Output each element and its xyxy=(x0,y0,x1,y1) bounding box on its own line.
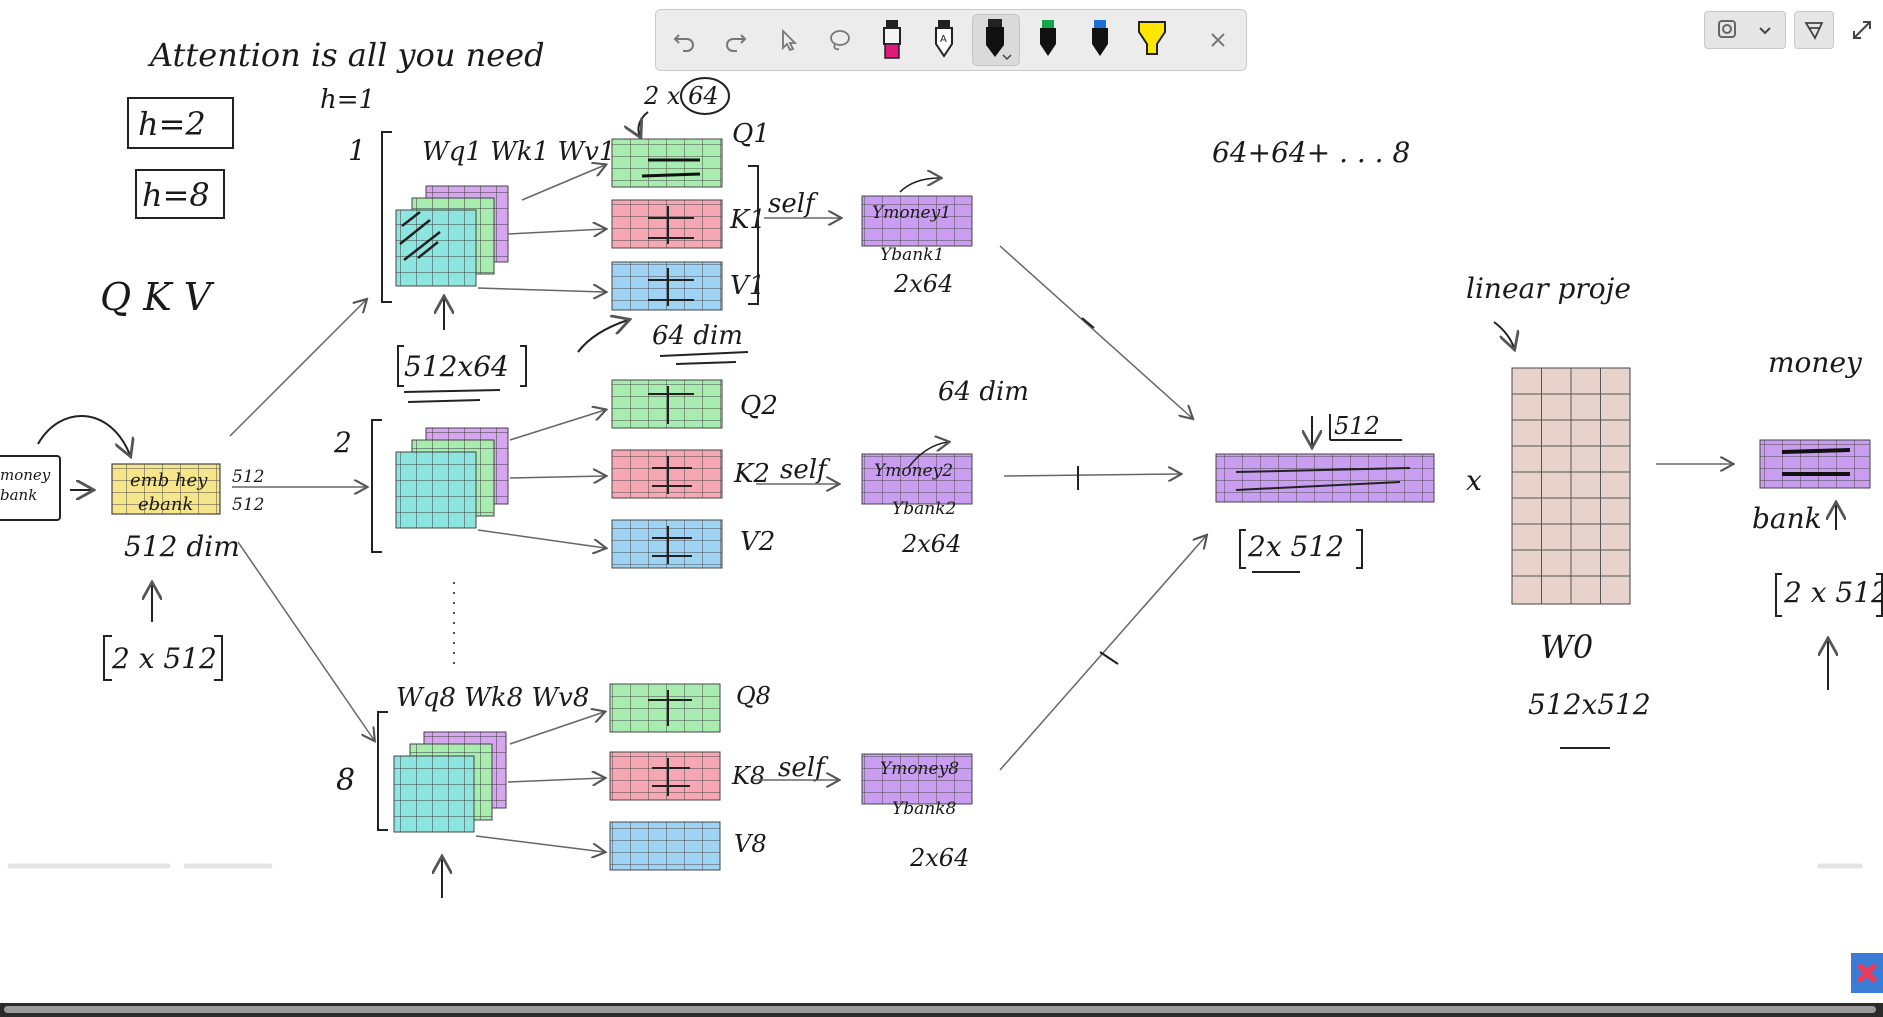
window-controls xyxy=(1704,11,1842,49)
input-word-money: money xyxy=(0,466,51,484)
w0-label: W0 xyxy=(1540,628,1593,666)
q2-label: Q2 xyxy=(740,391,778,421)
dim-64-a: 64 dim xyxy=(652,321,743,351)
concat-dim: 512 xyxy=(1334,412,1380,440)
head1-w-shape: 512x64 xyxy=(404,350,509,383)
lasso-tool-button[interactable] xyxy=(816,14,864,66)
self-label-1: self xyxy=(768,189,819,219)
select-tool-button[interactable] xyxy=(764,14,812,66)
y-money-1: Ymoney1 xyxy=(872,203,951,223)
layers-icon xyxy=(1718,20,1736,38)
y-bank-1: Ybank1 xyxy=(880,245,944,265)
emb-dim-1: 512 xyxy=(232,467,264,487)
input-word-bank: bank xyxy=(0,486,37,504)
undo-icon xyxy=(673,34,694,52)
highlighter-icon xyxy=(1138,21,1166,55)
emb-row-bank: ebank xyxy=(138,494,193,515)
head2-index: 2 xyxy=(333,426,352,459)
pen-icon xyxy=(1092,20,1108,56)
input-dim-label: 512 dim xyxy=(124,530,240,563)
qkv-label: Q K V xyxy=(100,275,215,319)
chevron-down-icon xyxy=(1759,27,1771,35)
layers-dropdown-button[interactable] xyxy=(1704,11,1786,49)
dim-64-b: 64 dim xyxy=(938,377,1029,407)
y-bank-2: Ybank2 xyxy=(892,499,956,519)
y-money-8: Ymoney8 xyxy=(880,759,959,779)
pen-black-button[interactable] xyxy=(972,14,1020,66)
head8-weights: Wq8 Wk8 Wv8 xyxy=(396,683,589,713)
redo-button[interactable] xyxy=(712,14,760,66)
lasso-icon xyxy=(830,30,850,51)
highlighter-yellow-button[interactable] xyxy=(1128,14,1176,66)
v8-label: V8 xyxy=(734,830,767,858)
y-shape-1: 2x64 xyxy=(893,270,953,298)
title-text: Attention is all you need xyxy=(147,36,545,74)
ink-toolbar: A xyxy=(655,9,1247,71)
y-bank-8: Ybank8 xyxy=(892,799,956,819)
pen-green-button[interactable] xyxy=(1024,14,1072,66)
out-shape: 2 x 512 xyxy=(1783,576,1883,609)
expand-icon[interactable] xyxy=(1850,18,1874,42)
v1-label: V1 xyxy=(730,271,765,301)
y-shape-8: 2x64 xyxy=(909,844,969,872)
pen-icon xyxy=(883,20,901,59)
v2-label: V2 xyxy=(740,527,775,557)
self-label-8: self xyxy=(778,753,829,783)
linear-proj-label: linear proje xyxy=(1466,272,1631,305)
pen-icon xyxy=(1040,20,1056,56)
redo-icon xyxy=(726,34,747,52)
pen-icon xyxy=(986,19,1012,61)
w0-shape: 512x512 xyxy=(1528,688,1651,721)
y-shape-2: 2x64 xyxy=(901,530,961,558)
h1-label: h=1 xyxy=(320,85,375,115)
self-label-2: self xyxy=(780,455,831,485)
head1-weights: Wq1 Wk1 Wv1 xyxy=(422,137,615,167)
emb-row-money: emb hey xyxy=(130,470,208,491)
pen-blue-button[interactable] xyxy=(1076,14,1124,66)
input-shape-label: 2 x 512 xyxy=(111,642,217,675)
head8-index: 8 xyxy=(336,763,355,798)
filter-icon xyxy=(1804,22,1824,40)
svg-text:A: A xyxy=(940,34,947,45)
q8-label: Q8 xyxy=(736,682,771,710)
pointer-icon xyxy=(782,28,798,52)
multiply-sign: x xyxy=(1466,464,1482,497)
undo-button[interactable] xyxy=(660,14,708,66)
pen-outline-button[interactable]: A xyxy=(920,14,968,66)
concat-shape: 2x 512 xyxy=(1247,530,1344,563)
close-toolbar-button[interactable] xyxy=(1194,14,1242,66)
pen-icon: A xyxy=(935,20,953,58)
head1-index: 1 xyxy=(348,134,366,167)
horizontal-scrollbar[interactable] xyxy=(0,1003,1883,1017)
k8-label: K8 xyxy=(731,762,765,790)
out-bank-label: bank xyxy=(1752,502,1822,535)
scrollbar-thumb[interactable] xyxy=(4,1006,1876,1013)
pen-pink-button[interactable] xyxy=(868,14,916,66)
filter-button[interactable] xyxy=(1794,11,1834,49)
logo-icon xyxy=(1851,953,1883,993)
close-icon xyxy=(1211,33,1225,47)
out-money-label: money xyxy=(1768,346,1863,379)
sum-note: 64+64+ . . . 8 xyxy=(1212,136,1410,169)
h2-label: h=2 xyxy=(138,105,206,143)
app-logo xyxy=(1851,953,1883,993)
k1-label: K1 xyxy=(729,205,766,235)
emb-dim-2: 512 xyxy=(232,495,264,515)
q1-label: Q1 xyxy=(732,119,770,149)
h8-label: h=8 xyxy=(142,176,210,214)
y-money-2: Ymoney2 xyxy=(874,461,953,481)
